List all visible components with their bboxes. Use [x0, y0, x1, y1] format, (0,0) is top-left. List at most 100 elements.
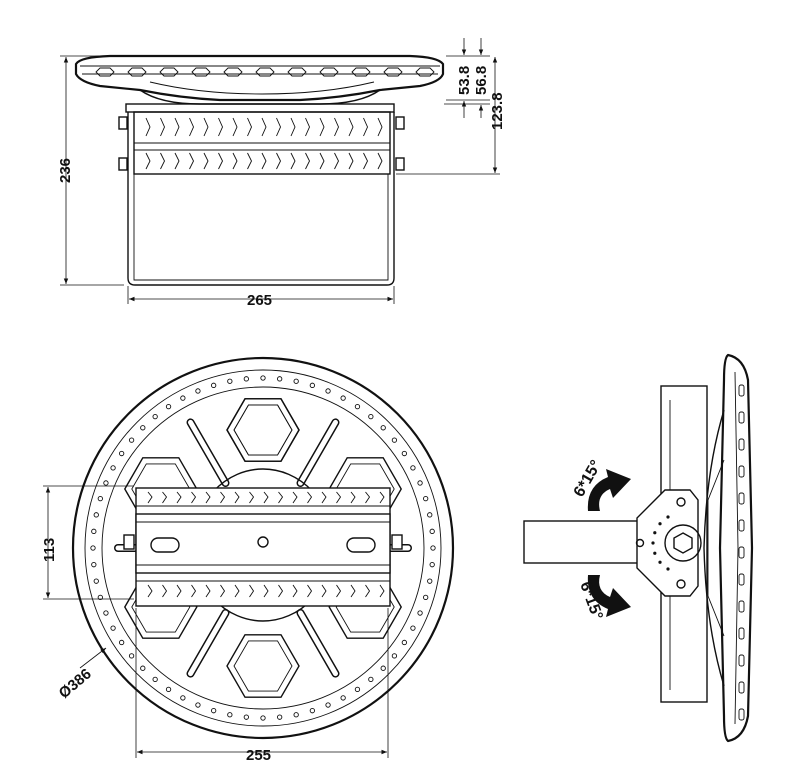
fin-chevron [276, 117, 281, 137]
rim-hole [180, 395, 186, 401]
side-slot [738, 465, 745, 478]
dim-113: 113 [41, 538, 58, 562]
plan-fin-chevron [205, 491, 211, 504]
rim-hole [427, 512, 433, 518]
pivot-nut [673, 532, 693, 554]
plan-fin-chevron [336, 584, 342, 598]
rim-hole [152, 676, 158, 683]
rim-hole [91, 562, 97, 568]
heatsink-fins [145, 117, 383, 170]
keyhole-left [150, 537, 180, 553]
plan-fin-chevron [147, 584, 153, 598]
side-view [523, 353, 754, 743]
side-slot [738, 492, 745, 505]
lens-slot-inner [298, 419, 338, 486]
plan-fin-chevron [220, 584, 226, 598]
rim-hole [97, 496, 103, 502]
housing-slot [255, 67, 275, 77]
fin-chevron [305, 152, 311, 170]
rim-hole [110, 625, 116, 631]
bracket-plate [125, 103, 395, 113]
disc-housing-profile [74, 54, 445, 102]
bolt-left-lower [118, 157, 128, 171]
fin-chevron [261, 152, 267, 170]
fin-chevron [334, 152, 340, 170]
fin-chevron [247, 117, 252, 137]
rim-hole [293, 712, 299, 718]
rim-hole [128, 653, 135, 659]
rim-hole [410, 625, 416, 631]
side-slot [738, 546, 745, 559]
plan-fin-chevron [220, 491, 226, 504]
rim-hole [368, 676, 374, 683]
rim-hole [309, 382, 315, 388]
dim-255: 255 [246, 747, 271, 764]
fin-chevron [348, 152, 354, 170]
rim-hole [309, 708, 315, 714]
rim-hole [91, 528, 97, 534]
fin-chevron [160, 117, 165, 137]
dim-56-8: 56.8 [473, 66, 490, 95]
rim-hole [354, 686, 361, 692]
upper-rotation-arrow [587, 469, 631, 511]
rim-hole [368, 413, 374, 420]
rim-hole [401, 639, 407, 646]
fin-chevron [174, 152, 180, 170]
fin-chevron [290, 152, 296, 170]
plan-fin-chevron [307, 584, 313, 598]
plan-heatsink-fins [147, 491, 385, 598]
dim-53-8: 53.8 [456, 66, 473, 95]
plan-fin-chevron [365, 491, 371, 504]
rim-hole [103, 480, 109, 486]
gear-hole [651, 541, 655, 545]
plan-fin-chevron [162, 584, 168, 598]
dim-123-8: 123.8 [489, 92, 506, 130]
fin-chevron [319, 117, 325, 137]
mounting-bar [135, 513, 391, 574]
fin-chevron [203, 152, 209, 170]
rim-hole [227, 712, 233, 718]
gear-hole [653, 531, 657, 535]
plan-fin-chevron [307, 491, 313, 504]
plan-fin-chevron [249, 584, 255, 598]
rim-hole [260, 715, 266, 721]
rim-hole [140, 425, 146, 431]
hexagon-optic-inner [233, 404, 293, 456]
plan-fin-chevron [321, 491, 327, 504]
housing-slot [127, 67, 147, 77]
bolt-right-lower [395, 157, 405, 171]
fin-chevron [290, 117, 296, 137]
fin-chevron [218, 117, 223, 137]
housing-curve [149, 81, 375, 95]
center-hole [257, 536, 269, 548]
hexagon-optic-inner [233, 404, 293, 456]
rim-hole [140, 665, 146, 671]
plan-fin-chevron [162, 491, 168, 504]
rim-hole [227, 378, 233, 384]
rim-hole [277, 376, 283, 382]
fin-chevron [189, 152, 195, 170]
rim-hole [195, 702, 201, 708]
keyhole-right [346, 537, 376, 553]
dim-265: 265 [247, 292, 272, 309]
housing-slot [223, 67, 243, 77]
inner-rim [84, 369, 442, 727]
plan-fin-chevron [365, 584, 371, 598]
side-slot [738, 654, 745, 667]
bolt-right-upper [395, 116, 405, 130]
rim-hole [211, 382, 217, 388]
plan-fin-chevron [205, 584, 211, 598]
plan-fin-chevron [292, 584, 298, 598]
housing-slot [351, 67, 371, 77]
fin-chevron [319, 152, 325, 170]
fin-chevron [189, 117, 194, 137]
rim-hole [119, 450, 125, 457]
side-slot [738, 681, 745, 694]
plan-fin-chevron [191, 584, 197, 598]
fin-chevron [218, 152, 224, 170]
rim-hole [380, 665, 386, 671]
side-slot [738, 438, 745, 451]
dim-diameter-386: Ø386 [56, 665, 95, 702]
fin-chevron [261, 117, 267, 137]
rim-hole [243, 714, 249, 720]
